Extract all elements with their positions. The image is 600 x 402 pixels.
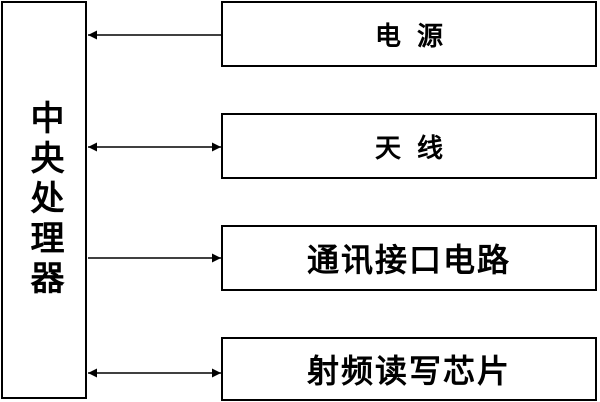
antenna-label: 天线: [374, 133, 459, 164]
central-processor-box: 中央处理器: [1, 1, 87, 399]
power-supply-label: 电源: [374, 21, 459, 52]
central-processor-label: 中央处理器: [24, 100, 64, 300]
rf-read-write-chip-box: 射频读写芯片: [221, 337, 597, 401]
rf-read-write-chip-label: 射频读写芯片: [306, 352, 511, 390]
antenna-box: 天线: [221, 113, 597, 179]
communication-interface-label: 通讯接口电路: [306, 241, 511, 279]
power-supply-box: 电源: [221, 1, 597, 67]
communication-interface-box: 通讯接口电路: [221, 225, 597, 291]
